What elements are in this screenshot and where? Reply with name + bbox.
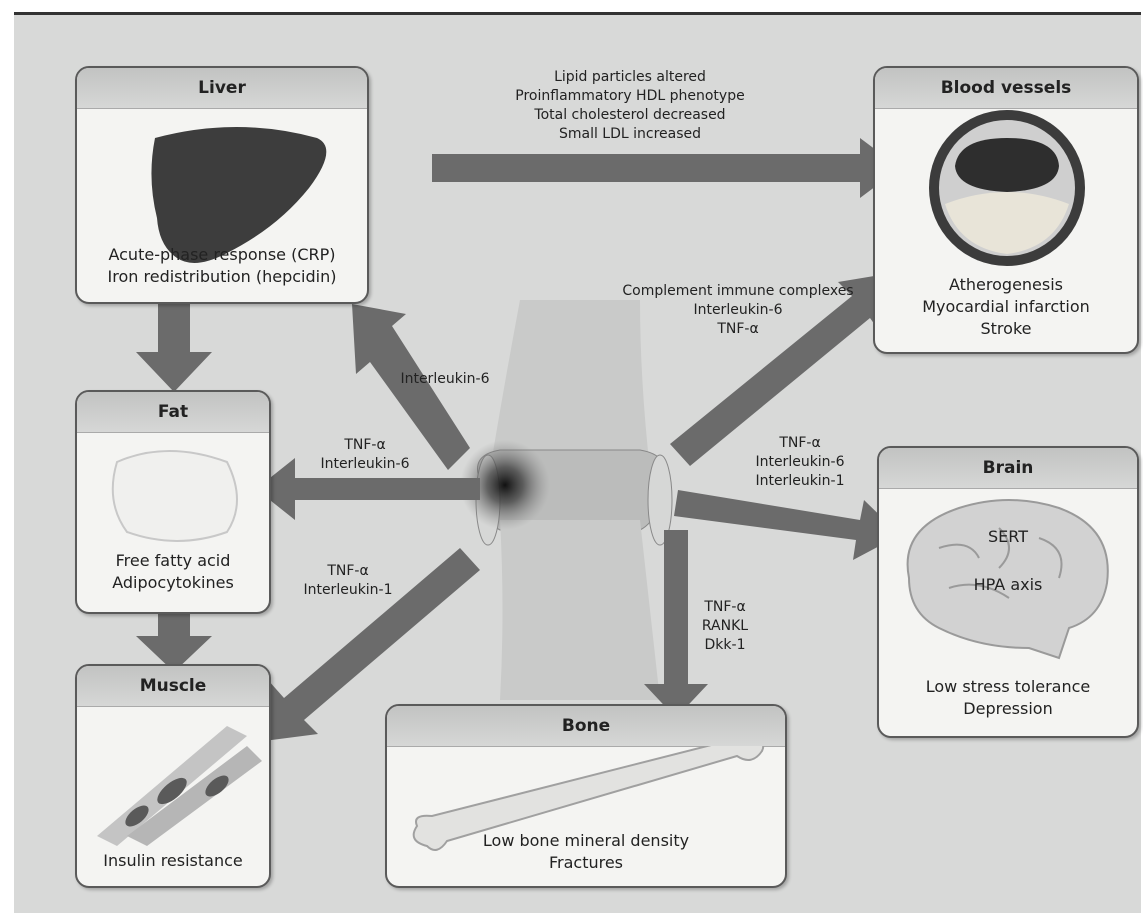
label-il1-muscle: Interleukin-1 [288, 581, 408, 600]
label-liver-to-vessels: Lipid particles altered Proinflammatory … [480, 68, 780, 144]
label-il6-brain: Interleukin-6 [740, 453, 860, 472]
label-joint-to-fat: TNF-α Interleukin-6 [300, 436, 430, 474]
label-il6-fat: Interleukin-6 [300, 455, 430, 474]
label-tnf: TNF-α [608, 320, 868, 339]
label-dkk1: Dkk-1 [690, 636, 760, 655]
fat-panel: Fat Free fatty acid Adipocytokines [75, 390, 271, 614]
fat-cell-icon [77, 432, 269, 552]
label-hdl: Proinflammatory HDL phenotype [480, 87, 780, 106]
label-rankl: RANKL [690, 617, 760, 636]
label-lipid-particles: Lipid particles altered [480, 68, 780, 87]
vessels-line-1: Atherogenesis [875, 274, 1137, 296]
muscle-title: Muscle [77, 666, 269, 707]
label-joint-to-vessels: Complement immune complexes Interleukin-… [608, 282, 868, 339]
brain-line-4: Depression [879, 698, 1137, 720]
vessels-line-2: Myocardial infarction [875, 296, 1137, 318]
liver-line-2: Iron redistribution (hepcidin) [77, 266, 367, 288]
blood-vessels-title: Blood vessels [875, 68, 1137, 109]
bone-line-1: Low bone mineral density [387, 830, 785, 852]
arrow-liver-to-vessels [432, 138, 900, 198]
label-tnf-muscle: TNF-α [288, 562, 408, 581]
label-complement: Complement immune complexes [608, 282, 868, 301]
brain-line-hpa: HPA axis [879, 574, 1137, 596]
brain-line-sert: SERT [879, 526, 1137, 548]
muscle-line-1: Insulin resistance [77, 850, 269, 872]
blood-vessels-panel: Blood vessels Atherogenesis Myocardial i… [873, 66, 1139, 354]
label-ldl: Small LDL increased [480, 125, 780, 144]
brain-title: Brain [879, 448, 1137, 489]
label-tnf-bone: TNF-α [690, 598, 760, 617]
bone-line-2: Fractures [387, 852, 785, 874]
arrow-joint-to-brain [674, 490, 900, 560]
arrow-liver-to-fat [136, 298, 212, 392]
label-il1-brain: Interleukin-1 [740, 472, 860, 491]
label-joint-to-brain: TNF-α Interleukin-6 Interleukin-1 [740, 434, 860, 491]
muscle-fiber-icon [77, 706, 269, 846]
bone-title: Bone [387, 706, 785, 747]
liver-title: Liver [77, 68, 367, 109]
fat-line-2: Adipocytokines [77, 572, 269, 594]
brain-panel: Brain SERT HPA axis Low stress tolerance… [877, 446, 1139, 738]
label-tnf-fat: TNF-α [300, 436, 430, 455]
label-il6: Interleukin-6 [608, 301, 868, 320]
label-il6-liver: Interleukin-6 [390, 370, 500, 389]
brain-line-3: Low stress tolerance [879, 676, 1137, 698]
joint-illustration [460, 300, 672, 700]
liver-line-1: Acute-phase response (CRP) [77, 244, 367, 266]
fat-line-1: Free fatty acid [77, 550, 269, 572]
vessel-cross-section-icon [875, 108, 1137, 268]
fat-title: Fat [77, 392, 269, 433]
label-cholesterol: Total cholesterol decreased [480, 106, 780, 125]
label-joint-to-liver: Interleukin-6 [390, 370, 500, 389]
label-tnf-brain: TNF-α [740, 434, 860, 453]
liver-panel: Liver Acute-phase response (CRP) Iron re… [75, 66, 369, 304]
vessels-line-3: Stroke [875, 318, 1137, 340]
label-joint-to-bone: TNF-α RANKL Dkk-1 [690, 598, 760, 655]
bone-panel: Bone Low bone mineral density Fractures [385, 704, 787, 888]
muscle-panel: Muscle Insulin resistance [75, 664, 271, 888]
label-joint-to-muscle: TNF-α Interleukin-1 [288, 562, 408, 600]
